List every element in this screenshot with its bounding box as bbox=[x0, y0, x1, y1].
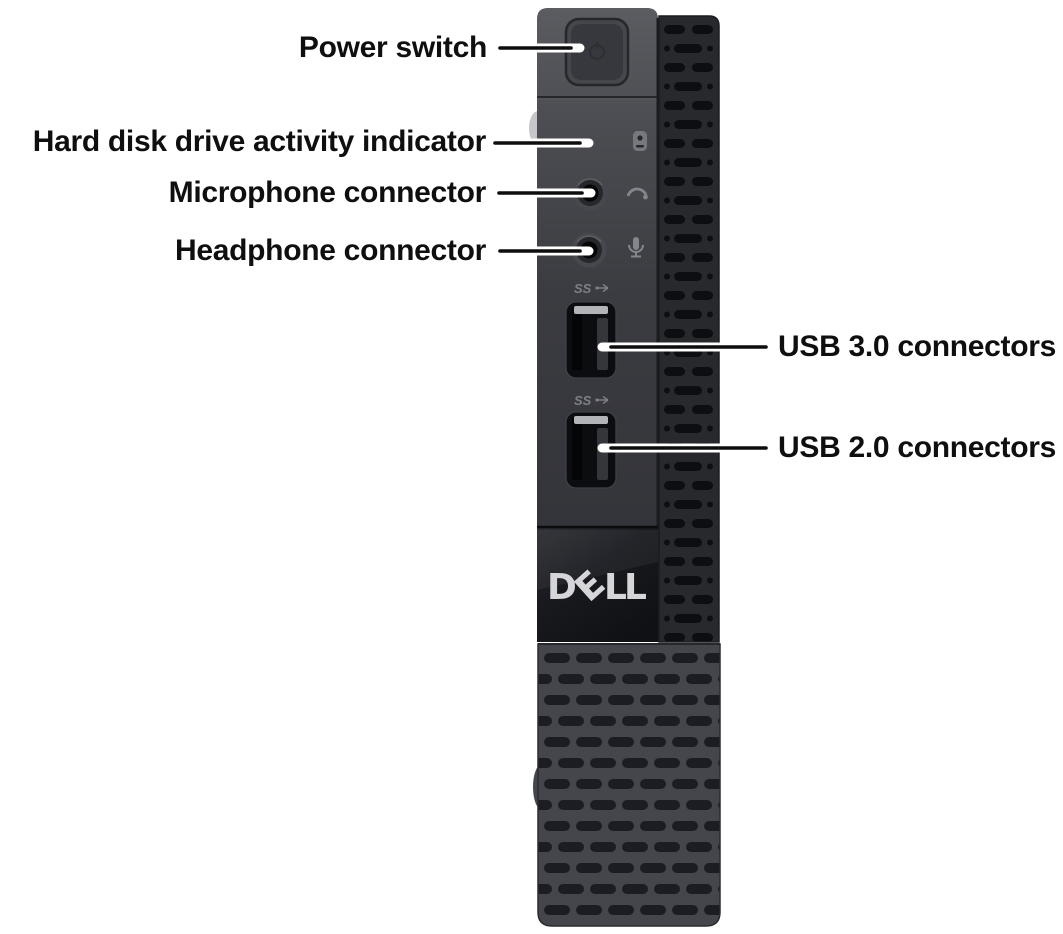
usb2-port bbox=[565, 411, 617, 489]
headphone-icon bbox=[626, 187, 648, 200]
label-hdd-indicator: Hard disk drive activity indicator bbox=[32, 125, 487, 158]
dell-letter-l2: L bbox=[624, 567, 647, 608]
dell-logo: D E L L bbox=[547, 563, 647, 610]
microphone-icon bbox=[628, 237, 644, 258]
dell-letter-l1: L bbox=[604, 567, 627, 608]
label-headphone-connector: Headphone connector bbox=[175, 234, 486, 267]
dell-letter-d: D bbox=[547, 567, 577, 608]
power-icon bbox=[589, 42, 605, 60]
gloss-bezel bbox=[537, 525, 658, 642]
usb-ss-logo-2: SS bbox=[574, 393, 609, 408]
usb-ss-logo: SS bbox=[574, 281, 609, 296]
bottom-vent-grille bbox=[537, 643, 721, 927]
label-microphone-connector: Microphone connector bbox=[168, 176, 487, 209]
hdd-activity-icon bbox=[633, 131, 647, 151]
usb-ss-text: SS bbox=[574, 281, 592, 296]
usb3-port bbox=[565, 301, 617, 379]
side-vent-grille bbox=[658, 15, 720, 643]
label-usb3-connectors: USB 3.0 connectors bbox=[778, 330, 1057, 363]
callout-lines bbox=[490, 43, 771, 453]
usb-ss-text-2: SS bbox=[574, 393, 592, 408]
label-power-switch: Power switch bbox=[298, 31, 487, 64]
label-usb2-connectors: USB 2.0 connectors bbox=[778, 431, 1057, 464]
